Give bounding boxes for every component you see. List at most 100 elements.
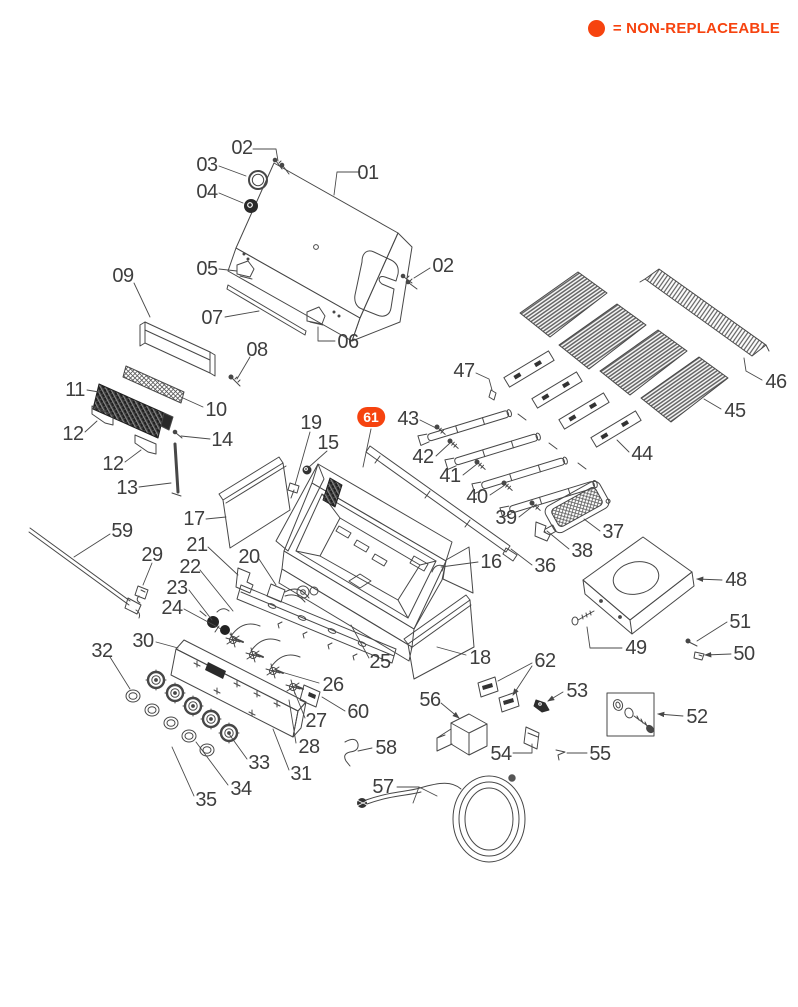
bracket-right: [134, 434, 157, 455]
electrode-cluster: [199, 608, 237, 641]
infrared-grate: [92, 383, 174, 439]
leader-48: [696, 576, 723, 582]
sear-bracket: [534, 521, 551, 542]
leader-08: [236, 356, 251, 380]
leader-36: [510, 548, 533, 566]
box-screw: [571, 610, 595, 626]
legend-label: = NON-REPLACEABLE: [612, 20, 780, 37]
leader-12b: [124, 449, 142, 463]
knob-bezels: [125, 689, 215, 757]
leader-40: [489, 484, 506, 496]
grease-cup: [436, 713, 488, 756]
rod-clip: [134, 585, 149, 604]
right-side-panel: [403, 594, 475, 680]
leader-07: [224, 310, 260, 318]
leader-12a: [84, 420, 98, 433]
leader-lines: [73, 148, 763, 804]
sear-burner: [543, 480, 611, 537]
leader-32: [109, 656, 131, 690]
non-replaceable-dot-icon: [587, 20, 605, 37]
leader-31: [272, 728, 290, 771]
leader-15: [308, 450, 328, 468]
leader-44: [616, 439, 630, 453]
leader-33: [228, 733, 248, 760]
leader-47: [475, 372, 493, 391]
leader-04: [218, 192, 244, 204]
burner-tubes: [417, 409, 598, 518]
leader-61: [362, 428, 372, 468]
grease-plate: [523, 726, 540, 750]
leader-59: [73, 533, 111, 558]
igniter-module: [266, 583, 319, 603]
leader-42: [435, 442, 451, 457]
legend: = NON-REPLACEABLE: [587, 20, 780, 37]
leader-26: [277, 670, 320, 684]
cross-rail: [365, 445, 518, 562]
leader-60: [321, 696, 346, 712]
firebox-clip: [287, 482, 300, 499]
leader-37: [583, 518, 601, 532]
leader-01: [333, 171, 361, 196]
leader-10: [182, 397, 204, 408]
leader-22: [199, 569, 234, 612]
cooking-grates: [519, 271, 729, 423]
leader-29: [142, 562, 153, 586]
lid-bezel-ring: [248, 170, 268, 190]
lid-hinge-left: [236, 260, 255, 280]
leader-51: [696, 621, 728, 642]
leader-58: [357, 747, 373, 752]
lid-hinge-right: [306, 306, 326, 326]
hardware-kit-box: [606, 692, 655, 737]
leader-56: [440, 702, 460, 719]
leader-16: [440, 561, 479, 568]
leader-43: [419, 419, 437, 429]
control-panel: [170, 639, 307, 738]
leader-41: [462, 463, 478, 476]
leader-62: [497, 662, 533, 695]
leader-02a: [252, 148, 279, 162]
leader-03: [218, 165, 247, 177]
leader-50: [704, 652, 732, 658]
small-screw: [685, 638, 698, 647]
heat-plate: [299, 684, 321, 708]
leader-18: [436, 646, 467, 656]
wire-hook: [344, 738, 359, 767]
leader-11: [86, 389, 100, 393]
leader-52: [657, 711, 684, 718]
leader-30: [155, 641, 179, 649]
leader-28: [288, 699, 297, 744]
burner-screws: [434, 424, 541, 511]
small-clip: [693, 651, 705, 661]
leader-27: [294, 692, 306, 719]
rail-hook: [431, 564, 445, 573]
leader-23: [188, 589, 213, 621]
lid-screws-top: [272, 157, 290, 175]
leader-39: [518, 505, 534, 518]
leader-13: [138, 482, 172, 488]
leader-02b: [413, 267, 431, 279]
grease-clip: [533, 699, 550, 713]
side-burner-box: [582, 536, 695, 635]
bracket-left: [91, 405, 114, 426]
leader-54: [512, 743, 533, 754]
leader-09: [133, 282, 151, 318]
leader-34: [195, 741, 229, 786]
leader-25: [350, 624, 370, 659]
hinge-rod: [226, 284, 307, 336]
lid-part: [227, 162, 413, 342]
leader-17: [205, 516, 227, 520]
leader-45: [703, 398, 722, 410]
left-side-panel: [218, 456, 291, 549]
flame-tamers: [503, 350, 642, 448]
firebox-grommet: [302, 465, 312, 475]
leader-19: [294, 431, 311, 486]
firebox: [275, 463, 474, 662]
leader-05: [218, 268, 238, 272]
leader-06: [317, 326, 336, 342]
control-knobs: [145, 669, 240, 744]
leader-24: [183, 608, 222, 630]
wire-hook-small: [555, 749, 566, 761]
carryover-pin: [488, 389, 497, 401]
leader-38: [546, 530, 570, 550]
